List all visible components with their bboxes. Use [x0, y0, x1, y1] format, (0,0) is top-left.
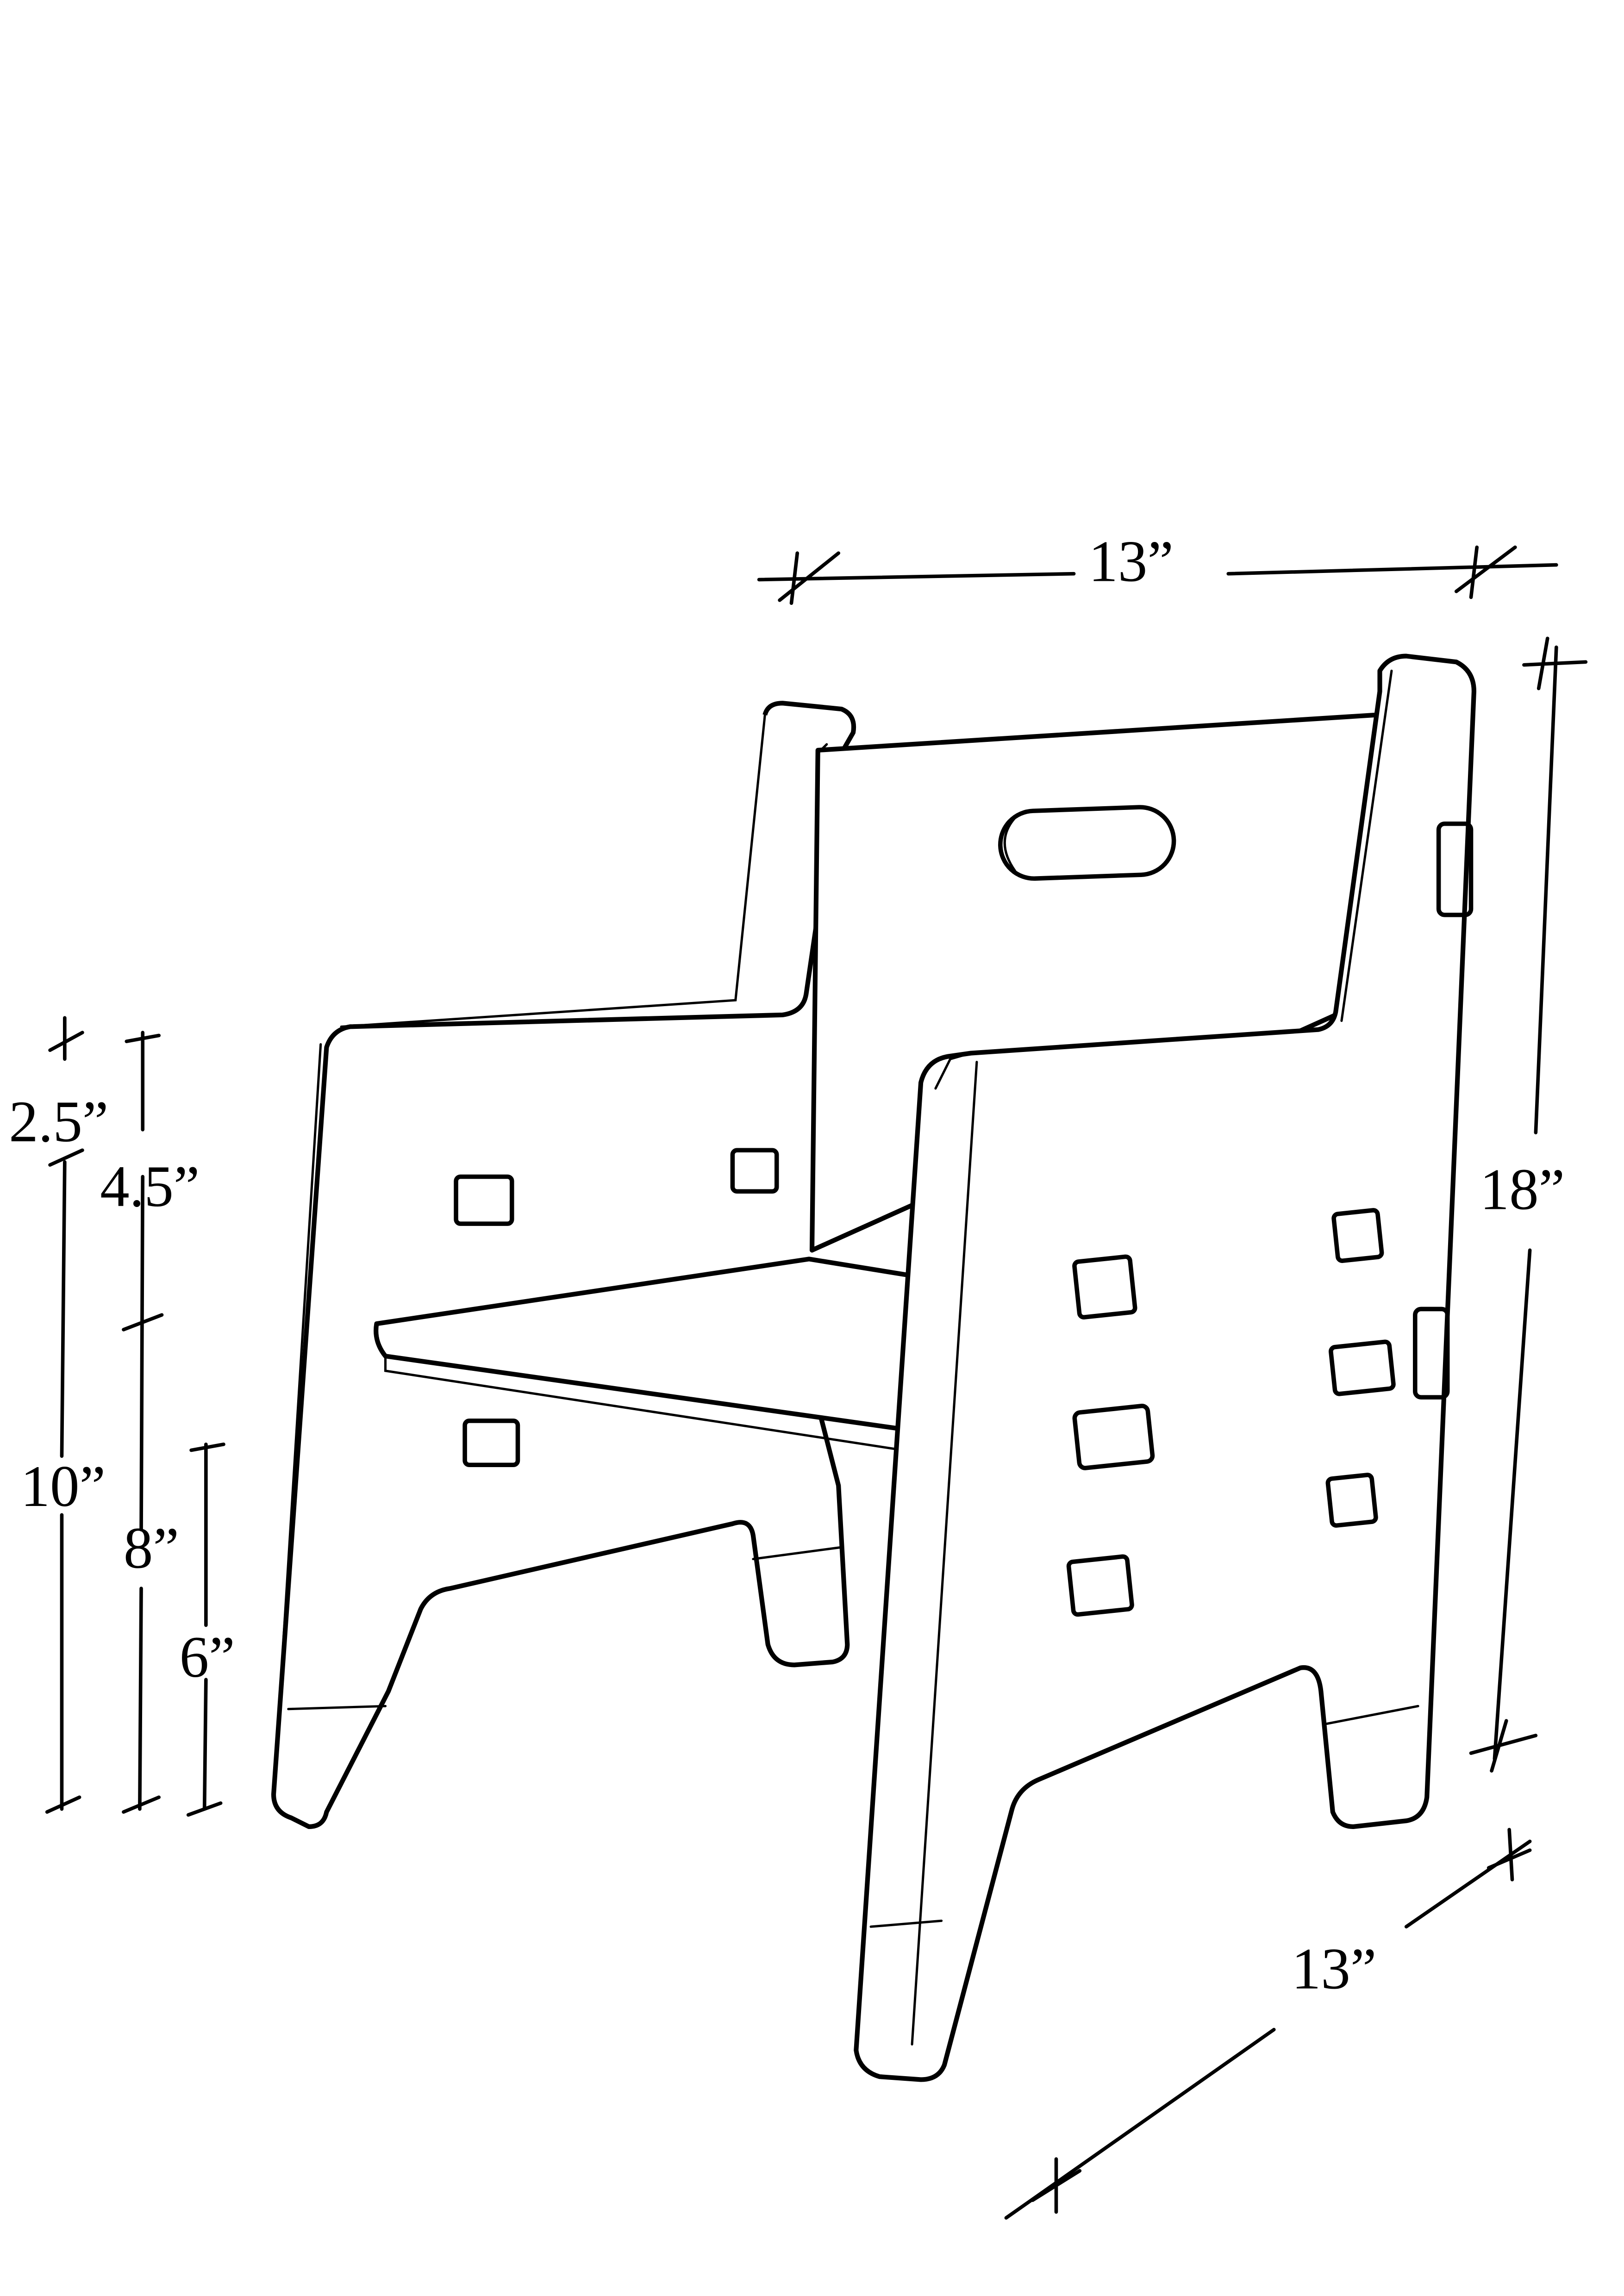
top-width-label: 13” — [1088, 529, 1174, 594]
height-label: 18” — [1480, 1157, 1565, 1222]
left-side-panel — [271, 701, 856, 1829]
left-dimensions: 2.5” 4.5” 10” 8” 6” — [9, 1016, 235, 1817]
height-dimension: 18” — [1469, 636, 1588, 1773]
joinery-slots — [454, 1148, 1396, 1617]
dim-2-5-label: 2.5” — [9, 1089, 108, 1154]
dim-6-label: 6” — [180, 1625, 235, 1690]
dim-8-label: 8” — [124, 1516, 179, 1581]
depth-dimension: 13” — [1004, 1828, 1532, 2220]
depth-label: 13” — [1292, 1936, 1377, 2001]
dim-4-5-label: 4.5” — [100, 1154, 200, 1219]
handle-hole — [998, 805, 1176, 881]
top-width-dimension: 13” — [757, 529, 1558, 605]
dim-10-label: 10” — [20, 1454, 106, 1519]
right-side-panel — [854, 653, 1476, 2082]
